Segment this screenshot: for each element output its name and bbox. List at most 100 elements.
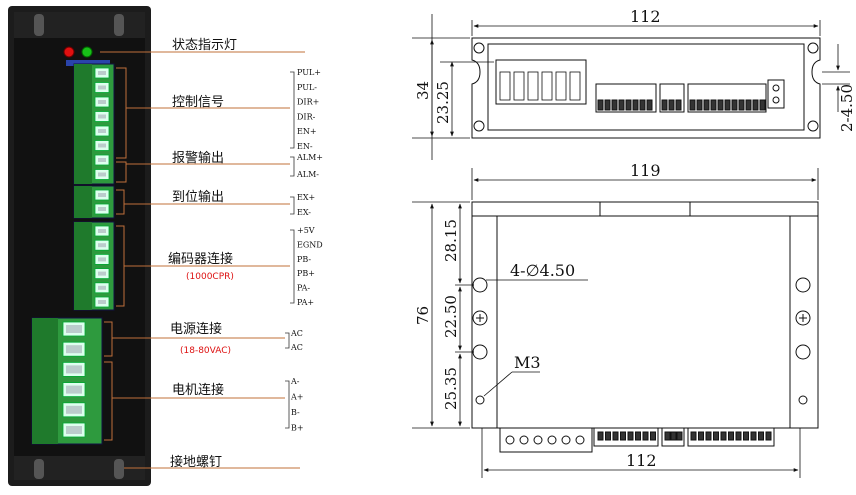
pin-label: B+ <box>291 424 304 433</box>
pin-label: A- <box>290 377 300 386</box>
front-connector-pin <box>670 431 677 441</box>
top-connector-pin <box>696 99 703 111</box>
thread-spec: M3 <box>514 353 541 372</box>
front-connector-pin <box>758 431 764 441</box>
front-connector-pin <box>650 431 656 441</box>
top-connector-pin <box>527 71 539 101</box>
front-connector-pin <box>713 431 719 441</box>
pin-label: EX- <box>297 208 311 217</box>
label-encoder-note: (1000CPR) <box>186 272 234 282</box>
label-alarm-output: 报警输出 <box>172 150 224 166</box>
pin-label: EN- <box>297 142 313 151</box>
front-connector-pin <box>533 435 543 445</box>
terminal-screw <box>98 243 106 248</box>
front-connector-pin <box>597 431 604 441</box>
pin-label: AC <box>290 329 303 338</box>
top-connector-pin <box>752 99 759 111</box>
top-connector-pin <box>731 99 738 111</box>
top-connector-pin <box>569 71 581 101</box>
terminal-in-position-pins <box>94 189 110 215</box>
terminal-screw <box>98 172 106 177</box>
pin-label: ALM- <box>296 170 319 179</box>
top-mount-slot-left <box>34 14 44 36</box>
front-view <box>471 201 819 453</box>
front-connector-pin <box>519 435 529 445</box>
front-connector-pin <box>705 431 712 441</box>
terminal-encoder-pins <box>94 225 110 308</box>
top-connector-pin <box>597 99 604 111</box>
pin-brackets <box>285 71 295 429</box>
top-view <box>471 37 821 139</box>
pin-label: EN+ <box>297 127 317 136</box>
pin-label: DIR+ <box>297 98 319 107</box>
terminal-screw <box>98 71 106 75</box>
terminal-control <box>73 63 115 185</box>
dim-25-35: 25.35 <box>442 367 460 410</box>
front-connector-pin <box>720 431 727 441</box>
front-connector-pin <box>605 431 611 441</box>
label-power-note: (18-80VAC) <box>180 346 231 356</box>
top-connector-pin <box>555 71 567 101</box>
label-ground-screw: 接地螺钉 <box>170 454 222 470</box>
dim-height-total: 34 <box>414 81 432 100</box>
top-connector-pin <box>513 71 525 101</box>
front-connector-pin <box>750 431 757 441</box>
top-connector-pin <box>724 99 731 111</box>
front-connector-pin <box>612 431 619 441</box>
top-mount-slot-right <box>114 14 124 36</box>
top-connector-pin <box>759 99 766 111</box>
terminal-screw <box>66 385 82 394</box>
front-connector-pin <box>698 431 704 441</box>
top-connector-pin <box>675 99 682 111</box>
front-connector-pin <box>743 431 749 441</box>
pin-label: PUL- <box>297 83 317 92</box>
dim-bottom-width: 112 <box>626 451 657 470</box>
front-connector-pin <box>728 431 734 441</box>
terminal-screw <box>98 257 106 262</box>
top-connector-pin <box>661 99 668 111</box>
dim-height-inner: 23.25 <box>434 81 452 124</box>
dim-length-total: 76 <box>414 306 432 325</box>
terminal-screw <box>98 129 106 133</box>
top-connector-pin <box>689 99 696 111</box>
pin-names: PUL+PUL-DIR+DIR-EN+EN-ALM+ALM-EX+EX-+5VE… <box>290 68 323 433</box>
top-dimensions <box>412 14 850 160</box>
label-power: 电源连接 <box>170 321 222 337</box>
top-connector-pin <box>611 99 618 111</box>
front-connector-pin <box>642 431 649 441</box>
label-motor: 电机连接 <box>172 382 224 398</box>
terminal-screw <box>66 325 82 333</box>
terminal-screw <box>66 345 82 354</box>
terminal-screw <box>66 365 82 374</box>
top-connector-pin <box>646 99 653 111</box>
terminal-screw <box>98 300 106 304</box>
leader-lines <box>100 51 305 469</box>
top-connector-pin <box>639 99 646 111</box>
pin-label: EGND <box>297 240 323 249</box>
label-in-position: 到位输出 <box>172 189 224 205</box>
top-connector-pin <box>710 99 717 111</box>
front-connector-pin <box>635 431 641 441</box>
driver-panel <box>8 6 151 486</box>
pin-label: B- <box>291 408 300 417</box>
led-green <box>81 46 93 58</box>
front-dimensions <box>412 168 819 478</box>
top-connector-pin <box>632 99 639 111</box>
pin-label: EX+ <box>297 193 315 202</box>
front-connector-pin <box>676 431 683 441</box>
front-connector-pin <box>547 435 557 445</box>
terminal-screw <box>98 85 106 90</box>
top-connector-pin <box>625 99 632 111</box>
top-connector-pin <box>738 99 745 111</box>
top-connector-pin <box>618 99 625 111</box>
front-connector-pin <box>575 435 585 445</box>
terminal-screw <box>98 100 106 104</box>
front-connector-pin <box>620 431 626 441</box>
top-connector-pin <box>541 71 553 101</box>
top-connector-pin <box>703 99 710 111</box>
terminal-screw <box>98 271 106 276</box>
terminal-screw <box>98 193 106 197</box>
pin-label: PA+ <box>297 298 314 307</box>
